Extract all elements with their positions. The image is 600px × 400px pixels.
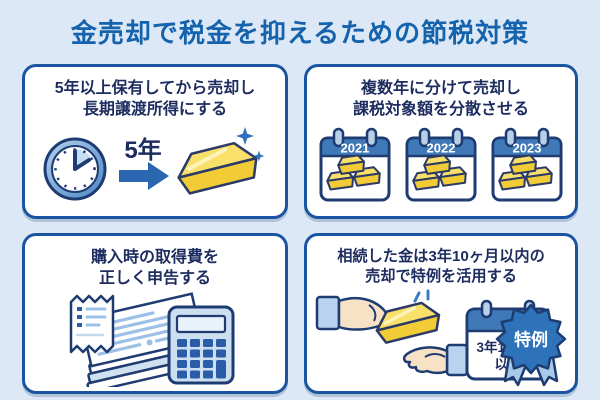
card-heading: 購入時の取得費を 正しく申告する	[91, 247, 219, 289]
card-heading: 複数年に分けて売却し 課税対象額を分散させる	[353, 78, 529, 120]
receipt-icon	[69, 295, 114, 354]
handover-calendar-badge-illustration: 3年10ヶ月 以内 特例	[315, 289, 567, 387]
calendar-2021-icon: 2021	[319, 127, 391, 202]
giving-hand-icon	[315, 296, 388, 332]
card-hold-5-years: 5年以上保有してから売却し 長期譲渡所得にする 5	[22, 64, 288, 220]
heading-line-1: 相続した金は3年10ヶ月以内の	[337, 248, 545, 266]
heading-line-1: 複数年に分けて売却し	[360, 80, 521, 97]
year-label: 2023	[513, 141, 542, 156]
card-illustration: 2021 2022	[315, 120, 567, 212]
gold-stack-icon	[412, 154, 467, 191]
heading-line-2: 正しく申告する	[98, 270, 211, 288]
card-illustration	[33, 289, 277, 388]
heading-line-1: 5年以上保有してから売却し	[54, 80, 256, 97]
sparkle-lines-icon	[413, 289, 430, 303]
card-declare-cost: 購入時の取得費を 正しく申告する	[22, 233, 288, 395]
card-heading: 5年以上保有してから売却し 長期譲渡所得にする	[55, 78, 255, 120]
heading-line-2: 長期譲渡所得にする	[82, 101, 228, 119]
duration-label: 5年	[124, 136, 161, 164]
arrow-right-icon	[119, 162, 169, 191]
year-label: 2022	[427, 141, 456, 156]
calendar-2023-icon: 2023	[491, 127, 563, 202]
card-illustration: 5年	[33, 120, 277, 212]
page-title: 金売却で税金を抑えるための節税対策	[70, 18, 530, 48]
card-split-years: 複数年に分けて売却し 課税対象額を分散させる 2021	[304, 64, 578, 220]
card-illustration: 3年10ヶ月 以内 特例	[315, 287, 567, 387]
card-grid: 5年以上保有してから売却し 長期譲渡所得にする 5	[22, 64, 578, 395]
year-label: 2021	[341, 141, 370, 156]
badge-label: 特例	[514, 330, 548, 350]
calendar-row: 2021 2022	[318, 125, 564, 207]
heading-line-2: 課税対象額を分散させる	[352, 101, 529, 119]
receipt-documents-calculator-illustration	[69, 292, 234, 388]
card-heading: 相続した金は3年10ヶ月以内の 売却で特例を活用する	[337, 247, 545, 287]
clock-arrow-goldbar-illustration: 5年	[43, 127, 265, 201]
gold-stack-icon	[498, 154, 553, 191]
special-rule-badge-icon: 特例	[495, 304, 567, 387]
calendar-2022-icon: 2022	[405, 127, 477, 202]
gold-bar-icon	[375, 302, 441, 345]
gold-bar-icon	[177, 142, 258, 195]
card-inherited-gold: 相続した金は3年10ヶ月以内の 売却で特例を活用する	[304, 233, 578, 395]
gold-stack-icon	[326, 154, 381, 191]
clock-icon	[43, 137, 107, 201]
sparkle-icon	[236, 127, 265, 162]
receiving-hand-icon	[402, 344, 469, 377]
calculator-icon	[167, 305, 234, 385]
heading-line-1: 購入時の取得費を	[90, 249, 219, 267]
heading-line-2: 売却で特例を活用する	[365, 268, 517, 286]
